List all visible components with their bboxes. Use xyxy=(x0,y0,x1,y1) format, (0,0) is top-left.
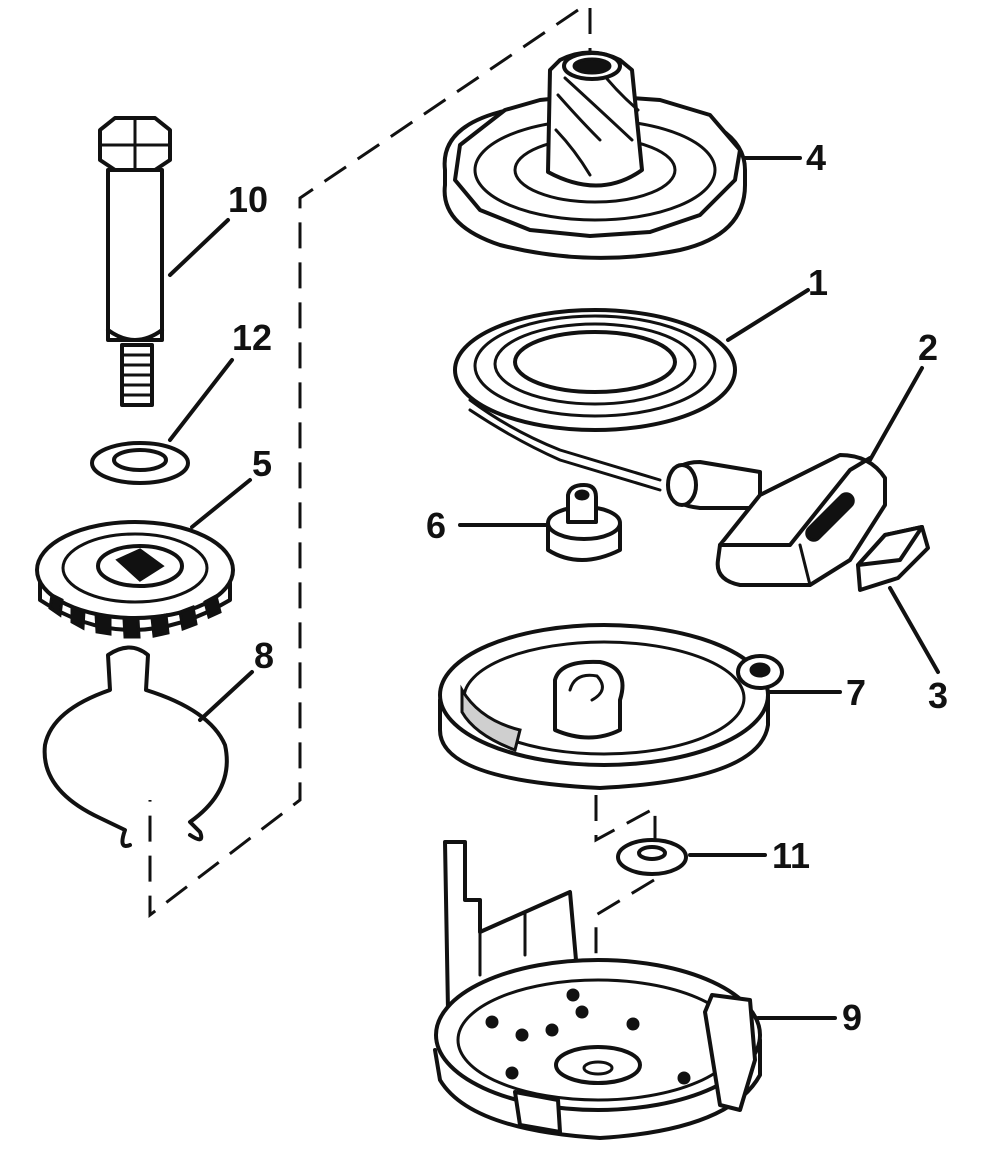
callout-2: 2 xyxy=(918,327,938,368)
callout-7: 7 xyxy=(846,672,866,713)
callout-5: 5 xyxy=(252,443,272,484)
washer xyxy=(90,441,190,485)
callout-4: 4 xyxy=(806,137,826,178)
callout-11: 11 xyxy=(772,835,810,876)
callout-9: 9 xyxy=(842,997,862,1038)
lock-cam xyxy=(546,483,622,562)
callout-3: 3 xyxy=(928,675,948,716)
handle-insert xyxy=(856,525,930,592)
small-washer xyxy=(616,838,688,876)
pinion-gear xyxy=(35,520,235,639)
rope-handle xyxy=(666,453,887,587)
starter-rope xyxy=(453,308,737,492)
starter-housing xyxy=(433,840,762,1140)
callout-12: 12 xyxy=(232,317,272,358)
callout-8: 8 xyxy=(254,635,274,676)
callout-1: 1 xyxy=(808,262,828,303)
callout-labels: 4 1 2 3 10 12 5 6 8 7 11 9 xyxy=(228,137,948,1038)
starter-pulley xyxy=(442,50,747,260)
callout-10: 10 xyxy=(228,179,268,220)
spring-clip xyxy=(42,645,229,848)
bolt xyxy=(98,116,172,407)
leader-lines xyxy=(168,156,940,1020)
rewind-spring xyxy=(438,623,784,790)
callout-6: 6 xyxy=(426,505,446,546)
